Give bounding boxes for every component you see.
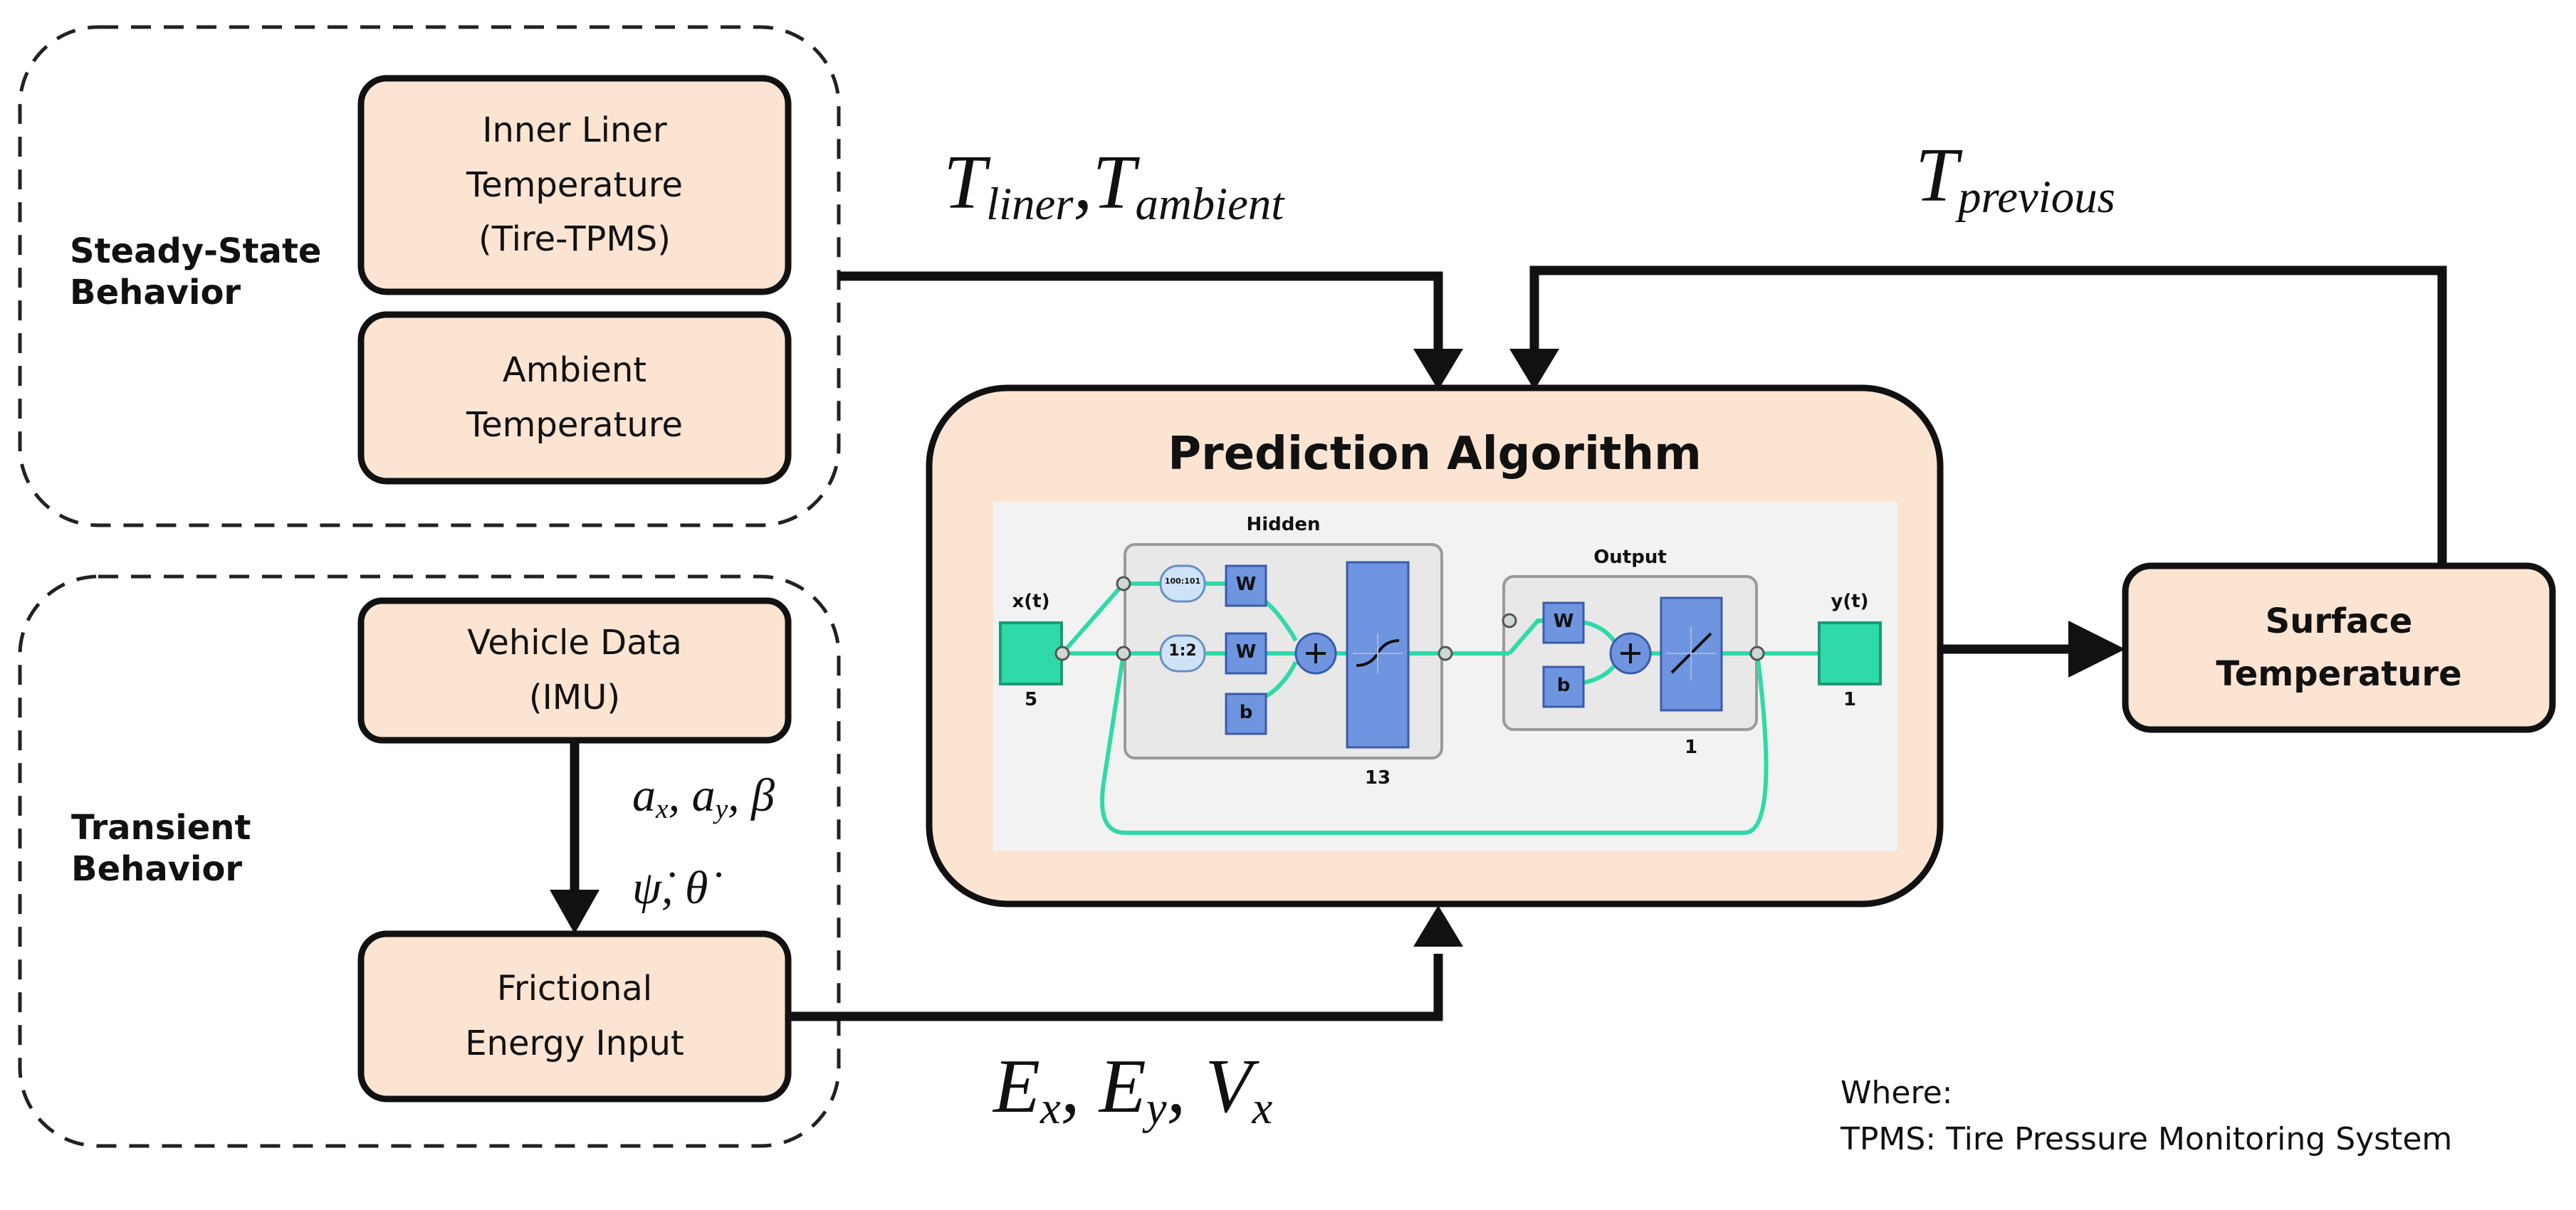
vehicle-data-line2: (IMU)	[528, 678, 621, 717]
theta-dot-symbol: θ̇	[685, 862, 708, 914]
ambient-text: Ambient Temperature	[361, 315, 788, 481]
acc-sep2: ,	[728, 769, 740, 821]
arrowhead-vehicle	[550, 890, 600, 934]
steady-state-label: Steady-State Behavior	[70, 231, 321, 313]
vx-sub: x	[1252, 1083, 1273, 1135]
t-previous-sub: previous	[1958, 172, 2115, 223]
vx-symbol: V	[1205, 1044, 1252, 1129]
math-t-previous: Tprevious	[1915, 132, 2115, 224]
nn-output-node-label: y(t)	[1831, 591, 1869, 612]
nn-delay-2-label: 100:101	[1164, 577, 1201, 586]
ey-symbol: E	[1099, 1044, 1146, 1129]
nn-input-size: 5	[1024, 689, 1038, 710]
ax-sub: x	[656, 792, 669, 824]
arrowhead-frictional	[1413, 905, 1463, 947]
nn-hidden-b	[1225, 693, 1267, 735]
transient-group	[18, 574, 841, 1148]
nn-output-label: Output	[1593, 547, 1667, 568]
inner-liner-box	[357, 75, 792, 295]
arrowhead-surface	[2068, 621, 2125, 678]
nn-input-node	[999, 621, 1063, 685]
nn-delay-1-label: 1:2	[1168, 642, 1197, 660]
vehicle-data-line1: Vehicle Data	[467, 623, 682, 663]
nn-output-layer-size: 1	[1684, 737, 1698, 758]
nn-junctions	[1054, 576, 1765, 661]
math-rates: ψ̇, θ̇	[632, 861, 708, 915]
ambient-line2: Temperature	[466, 405, 684, 445]
nn-delay-block-1	[1159, 634, 1206, 673]
transient-label-line2: Behavior	[71, 848, 243, 889]
arrowhead-steady	[1413, 349, 1463, 390]
ex-symbol: E	[993, 1044, 1040, 1129]
transient-label-line1: Transient	[71, 808, 251, 848]
nn-hidden-w1-label: W	[1235, 574, 1257, 595]
nn-output-b	[1542, 666, 1585, 708]
t-previous-symbol: T	[1915, 133, 1959, 218]
ay-sub: y	[715, 792, 728, 824]
frictional-energy-text: Frictional Energy Input	[361, 934, 788, 1099]
t-ambient-sub: ambient	[1135, 179, 1284, 231]
ay-symbol: a	[691, 769, 716, 821]
ey-sub: y	[1146, 1083, 1167, 1135]
nn-output-b-label: b	[1556, 675, 1571, 696]
footnote: Where: TPMS: Tire Pressure Monitoring Sy…	[1841, 1075, 2452, 1157]
frictional-line2: Energy Input	[465, 1024, 684, 1063]
t-liner-sub: liner	[986, 179, 1074, 231]
steady-state-label-line2: Behavior	[70, 272, 241, 312]
en-sep2: ,	[1166, 1044, 1186, 1129]
footnote-line2: TPMS: Tire Pressure Monitoring System	[1841, 1121, 2453, 1157]
footnote-line1: Where:	[1841, 1075, 1953, 1111]
en-sep1: ,	[1060, 1044, 1080, 1129]
nn-plus-signs	[1306, 643, 1640, 663]
rate-sep: ,	[661, 862, 674, 914]
nn-hidden-b-label: b	[1239, 702, 1253, 723]
nn-output-node	[1818, 621, 1882, 685]
nn-hidden-w2	[1225, 632, 1267, 675]
math-energy: Ex, Ey, Vx	[993, 1043, 1272, 1135]
nn-output-size: 1	[1843, 689, 1857, 710]
connector-arrows	[570, 265, 2447, 1021]
nn-hidden-w1	[1225, 564, 1267, 607]
nn-input-label: x(t)	[1012, 591, 1050, 612]
ambient-line1: Ambient	[502, 350, 647, 391]
psi-dot-symbol: ψ̇	[632, 862, 661, 914]
nn-hidden-label: Hidden	[1246, 514, 1321, 535]
math-t-liner-ambient: Tliner,Tambient	[943, 139, 1284, 231]
inner-liner-line1: Inner Liner	[482, 110, 667, 150]
acc-sep1: ,	[668, 769, 681, 821]
inner-liner-line3: (Tire-TPMS)	[478, 219, 671, 260]
surface-temperature-text: Surface Temperature	[2125, 566, 2553, 730]
t-liner-symbol: T	[943, 140, 987, 225]
inner-liner-text: Inner Liner Temperature (Tire-TPMS)	[361, 78, 788, 292]
surface-line1: Surface	[2265, 601, 2413, 641]
t-ambient-symbol: T	[1092, 140, 1136, 225]
vehicle-data-text: Vehicle Data (IMU)	[361, 601, 788, 740]
nn-output-w	[1542, 601, 1585, 644]
ex-sub: x	[1040, 1083, 1061, 1135]
steady-state-label-line1: Steady-State	[70, 231, 322, 271]
nn-hidden-size: 13	[1364, 767, 1391, 789]
prediction-algorithm-title: Prediction Algorithm	[1168, 428, 1702, 480]
ax-symbol: a	[632, 769, 656, 821]
beta-symbol: β	[751, 769, 775, 821]
ambient-box	[357, 311, 792, 485]
surface-line2: Temperature	[2216, 654, 2462, 694]
nn-delay-block-2	[1159, 564, 1206, 603]
inner-liner-line2: Temperature	[466, 164, 684, 205]
t-sep: ,	[1073, 140, 1093, 225]
arrowhead-feedback	[1509, 349, 1559, 390]
surface-temperature-box	[2122, 562, 2556, 733]
nn-hidden-w2-label: W	[1235, 641, 1257, 663]
transient-label: Transient Behavior	[71, 808, 251, 890]
arrowheads	[550, 349, 2125, 947]
nn-output-w-label: W	[1553, 611, 1574, 632]
frictional-line1: Frictional	[496, 969, 653, 1009]
math-accelerations: ax, ay, β	[632, 769, 775, 825]
